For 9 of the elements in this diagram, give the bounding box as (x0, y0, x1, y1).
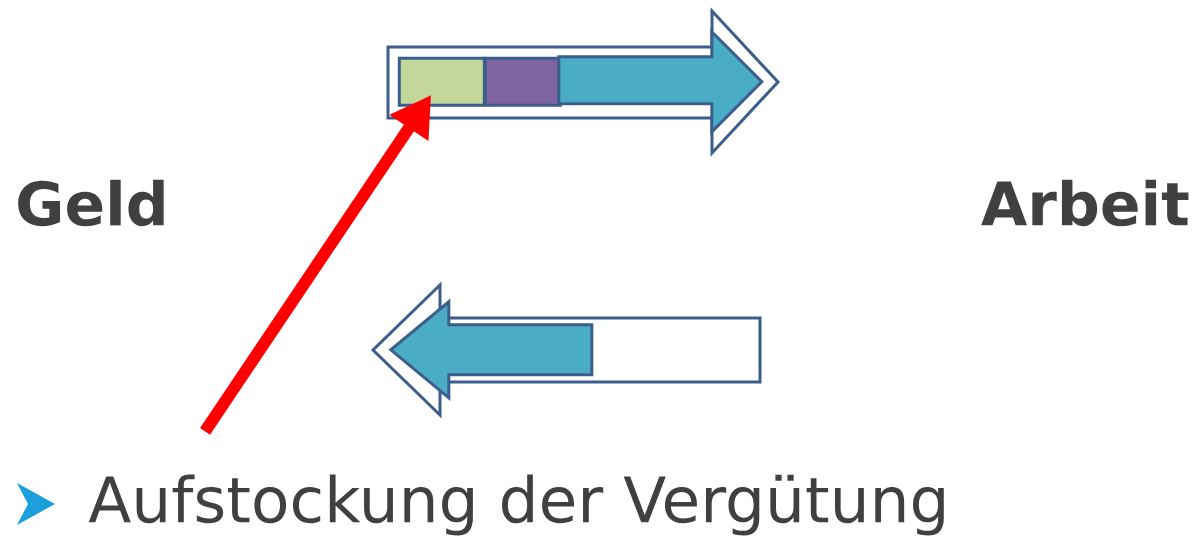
bullet-text: Aufstockung der Vergütung (88, 474, 944, 536)
arrow-fill (388, 298, 594, 401)
side-label: Geld (18, 179, 164, 227)
block-arrow (370, 281, 762, 419)
side-label: Arbeit (981, 179, 1189, 227)
bar-segment (483, 56, 562, 107)
block-arrow (386, 7, 781, 157)
bar-segment (397, 56, 486, 107)
arrow-fill (557, 28, 764, 136)
